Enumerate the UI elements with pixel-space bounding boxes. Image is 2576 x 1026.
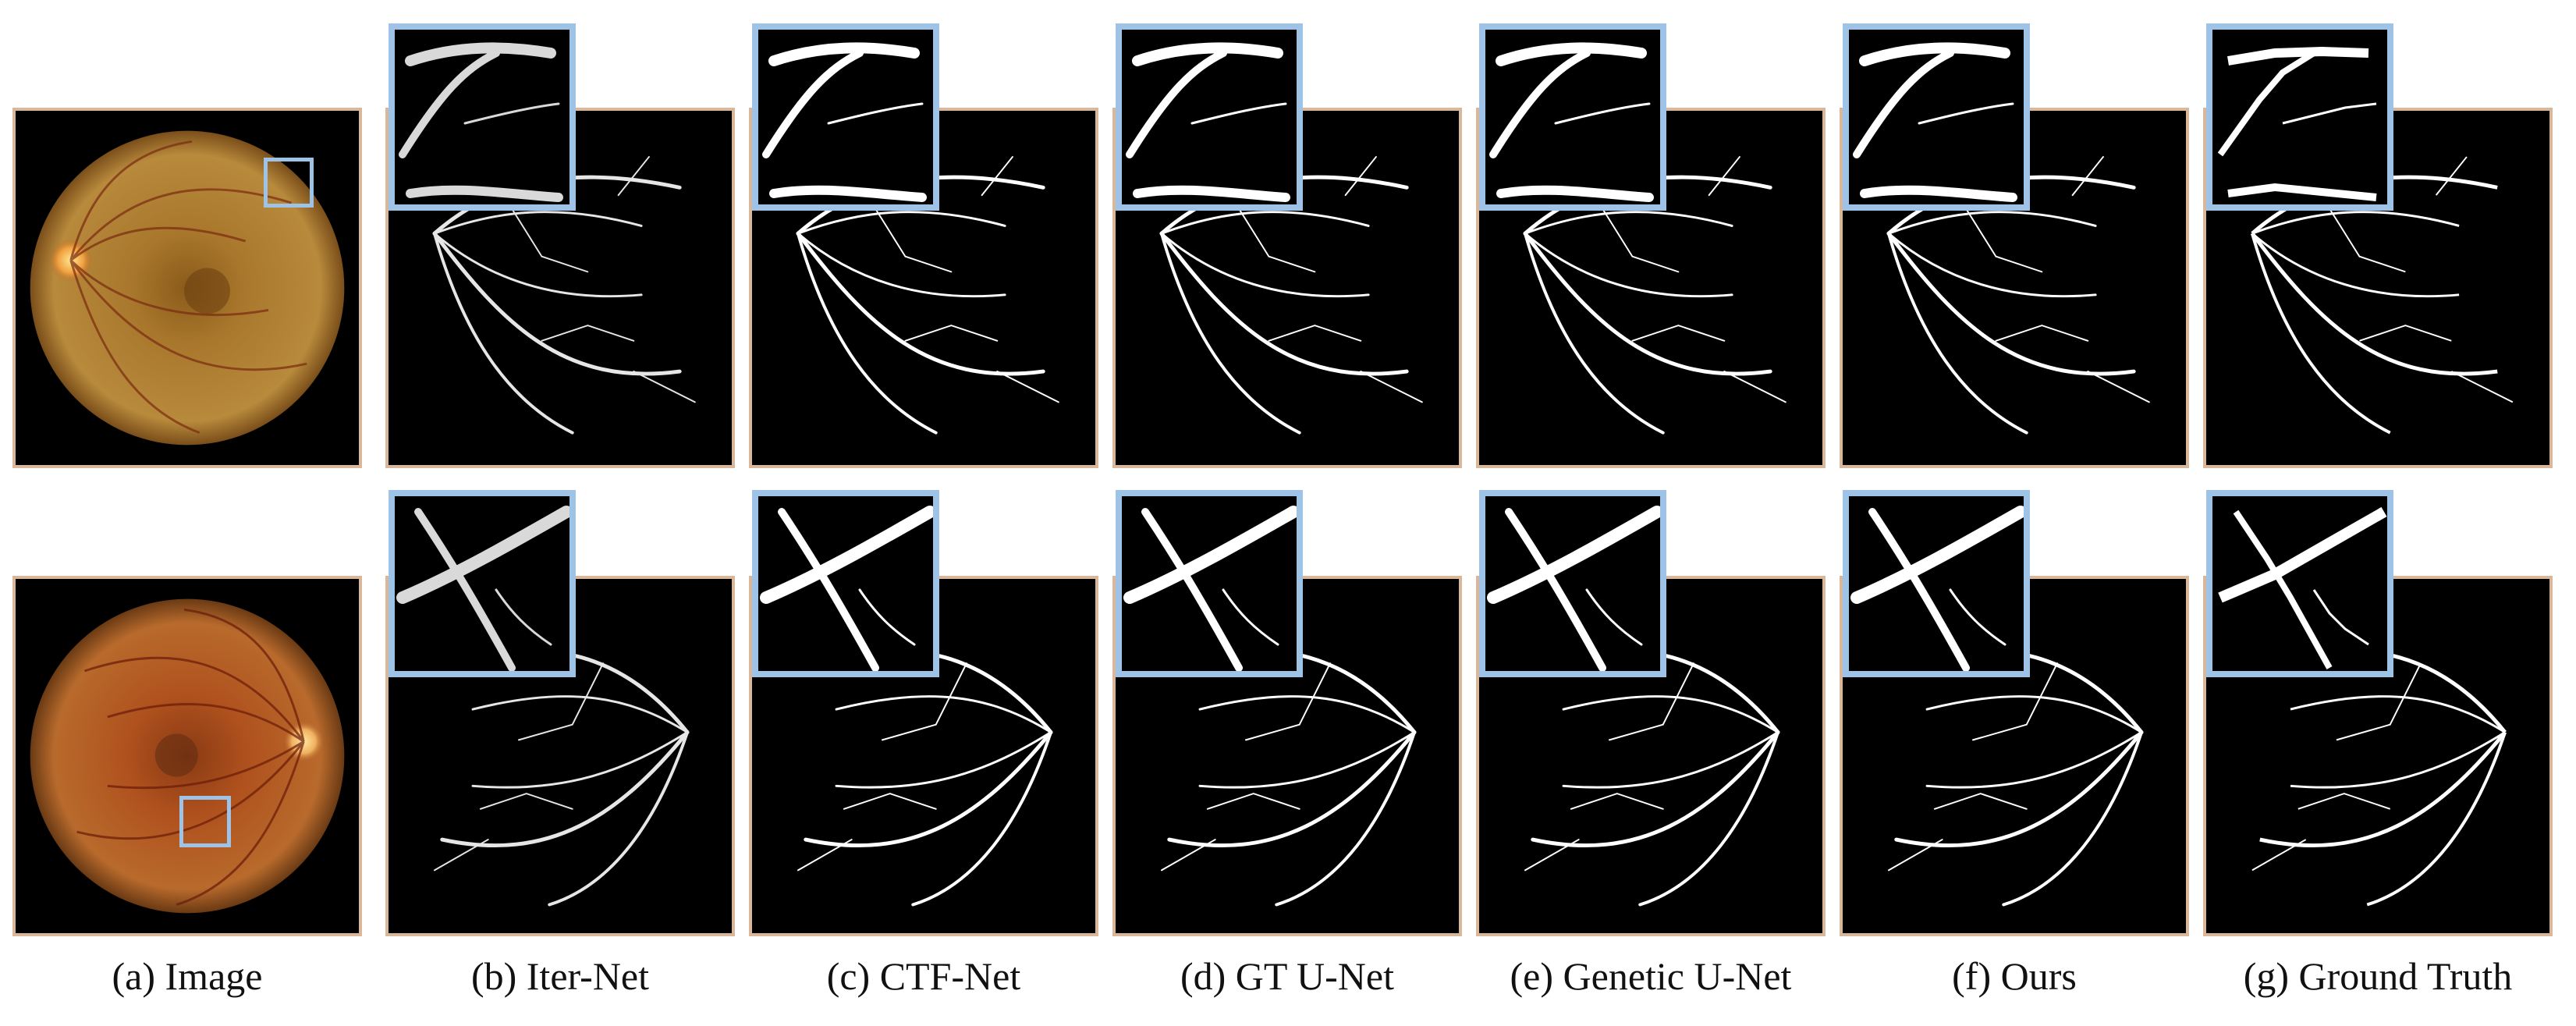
- zoom-vessel-detail: [1126, 42, 1290, 202]
- zoom-vessel-detail: [2218, 506, 2387, 669]
- zoom-inset-ours-row-2: [1843, 490, 2030, 677]
- zoom-vessel-detail: [2217, 46, 2377, 201]
- zoom-inset-ground-truth-row-1: [2206, 23, 2393, 211]
- zoom-vessel-detail: [1489, 42, 1654, 202]
- zoom-inset-gt-u-net-row-1: [1116, 23, 1303, 211]
- zoom-inset-ours-row-1: [1843, 23, 2030, 211]
- zoom-vessel-detail: [396, 506, 569, 671]
- zoom-vessel-detail: [1853, 42, 2017, 202]
- zoom-vessel-detail: [760, 506, 933, 671]
- vessel-map: [432, 156, 696, 435]
- zoom-vessel-detail: [762, 42, 927, 202]
- fundus-photo-1: [30, 130, 345, 446]
- zoom-vessel-detail: [1487, 506, 1660, 671]
- vessel-map: [2251, 624, 2507, 907]
- vessel-map: [433, 624, 690, 907]
- caption-ctf-net: (c) CTF-Net: [826, 954, 1021, 998]
- zoom-vessel-detail: [1123, 506, 1297, 671]
- vessel-map: [1523, 156, 1787, 435]
- zoom-region-box: [179, 796, 231, 847]
- zoom-inset-genetic-u-net-row-1: [1479, 23, 1666, 211]
- caption-image: (a) Image: [112, 954, 263, 998]
- zoom-inset-genetic-u-net-row-2: [1479, 490, 1666, 677]
- zoom-inset-ground-truth-row-2: [2206, 490, 2393, 677]
- zoom-inset-iter-net-row-1: [389, 23, 576, 211]
- caption-iter-net: (b) Iter-Net: [470, 954, 650, 998]
- caption-ours: (f) Ours: [1952, 954, 2077, 998]
- zoom-inset-ctf-net-row-2: [752, 490, 939, 677]
- fundus-image-row-1: [12, 108, 362, 468]
- caption-ground-truth: (g) Ground Truth: [2243, 954, 2513, 998]
- vessel-map: [1159, 156, 1423, 435]
- zoom-inset-gt-u-net-row-2: [1116, 490, 1303, 677]
- caption-genetic-u-net: (e) Genetic U-Net: [1510, 954, 1792, 998]
- zoom-inset-iter-net-row-2: [389, 490, 576, 677]
- zoom-inset-ctf-net-row-1: [752, 23, 939, 211]
- vessel-map: [1886, 156, 2150, 435]
- fundus-photo-2: [30, 598, 345, 914]
- zoom-vessel-detail: [399, 42, 563, 202]
- vessel-map: [1524, 624, 1780, 907]
- vessel-map: [796, 156, 1059, 435]
- caption-gt-u-net: (d) GT U-Net: [1180, 954, 1394, 998]
- zoom-vessel-detail: [1850, 506, 2024, 671]
- fundus-image-row-2: [12, 576, 362, 936]
- zoom-region-box: [264, 158, 314, 208]
